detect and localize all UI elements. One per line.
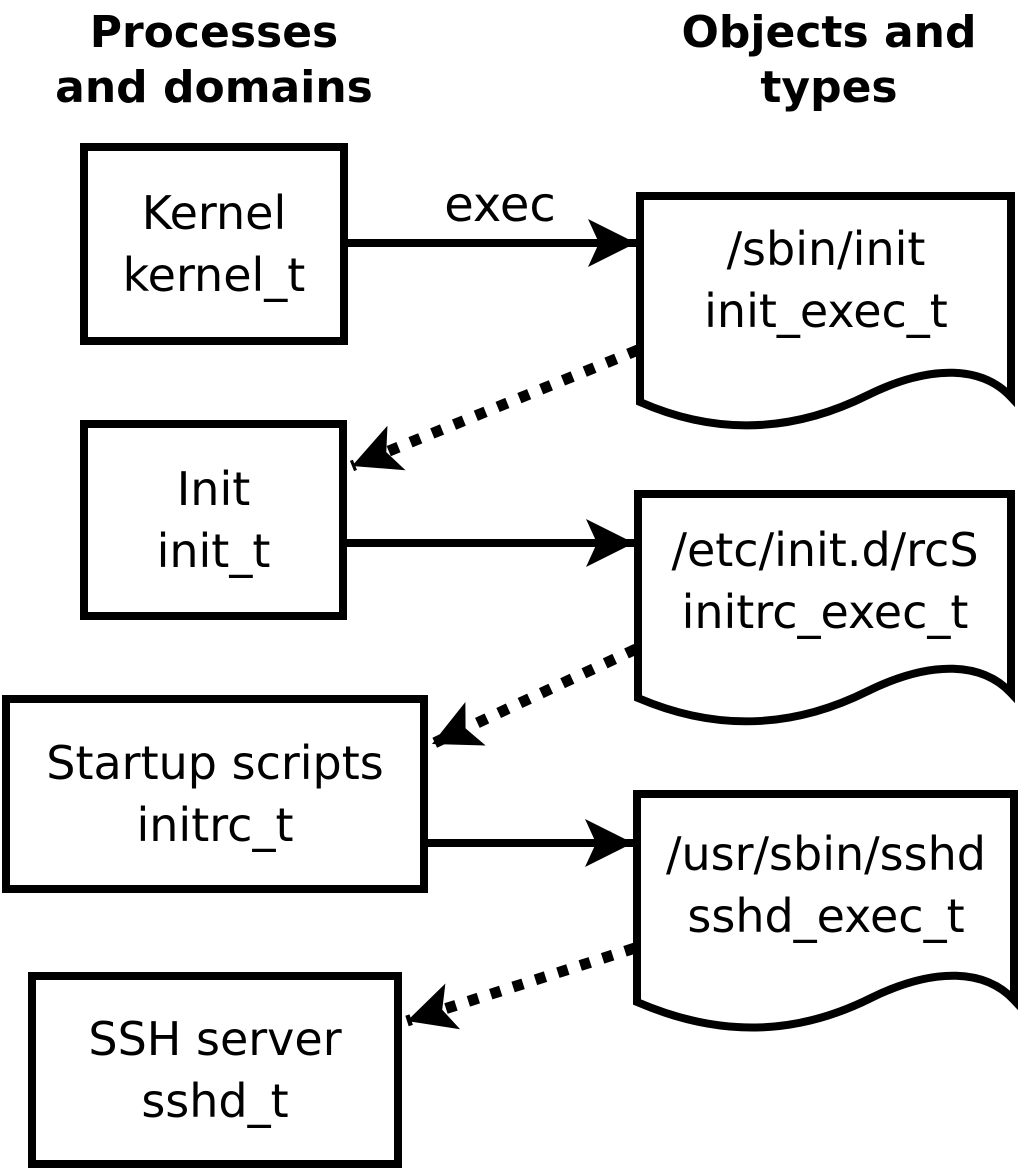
object-path: /usr/sbin/sshd bbox=[666, 827, 986, 881]
edge-label-exec: exec bbox=[444, 177, 556, 233]
object-label-sbin-init: /sbin/init init_exec_t bbox=[640, 218, 1012, 342]
object-type: init_exec_t bbox=[704, 284, 948, 339]
process-domain-type: init_t bbox=[156, 524, 271, 578]
process-box-init: Init init_t bbox=[80, 420, 347, 620]
process-domain-type: initrc_t bbox=[136, 798, 294, 852]
object-type: initrc_exec_t bbox=[681, 585, 969, 640]
column-header-processes-line2: and domains bbox=[55, 61, 373, 113]
object-type: sshd_exec_t bbox=[687, 889, 965, 944]
column-header-objects: Objects and types bbox=[640, 6, 1018, 115]
process-domain-type: sshd_t bbox=[141, 1074, 289, 1128]
process-name: Kernel bbox=[141, 185, 287, 240]
dotted-arrow-sbininit-to-init bbox=[349, 344, 641, 472]
object-label-usr-sbin-sshd: /usr/sbin/sshd sshd_exec_t bbox=[637, 823, 1015, 947]
process-name: Startup scripts bbox=[46, 735, 384, 790]
object-doc-usr-sbin-sshd bbox=[633, 790, 1018, 1032]
object-doc-etc-initd-rcs bbox=[634, 490, 1015, 726]
object-doc-sbin-init bbox=[636, 192, 1015, 430]
process-name: Init bbox=[176, 461, 251, 516]
process-name: SSH server bbox=[88, 1011, 342, 1066]
process-box-kernel: Kernel kernel_t bbox=[80, 143, 348, 345]
column-header-processes-line1: Processes bbox=[89, 7, 339, 58]
object-path: /etc/init.d/rcS bbox=[671, 523, 979, 577]
process-box-ssh-server: SSH server sshd_t bbox=[28, 972, 402, 1168]
column-header-processes: Processes and domains bbox=[14, 6, 414, 115]
column-header-objects-line1: Objects and bbox=[681, 7, 977, 58]
column-header-objects-line2: types bbox=[760, 61, 898, 113]
object-path: /sbin/init bbox=[726, 222, 926, 276]
process-domain-type: kernel_t bbox=[122, 248, 306, 302]
process-box-startup-scripts: Startup scripts initrc_t bbox=[2, 695, 428, 893]
dotted-arrow-rcs-to-initrc bbox=[429, 644, 639, 749]
object-label-etc-initd-rcs: /etc/init.d/rcS initrc_exec_t bbox=[638, 519, 1012, 643]
dotted-arrow-sshdexec-to-sshd bbox=[405, 942, 637, 1030]
